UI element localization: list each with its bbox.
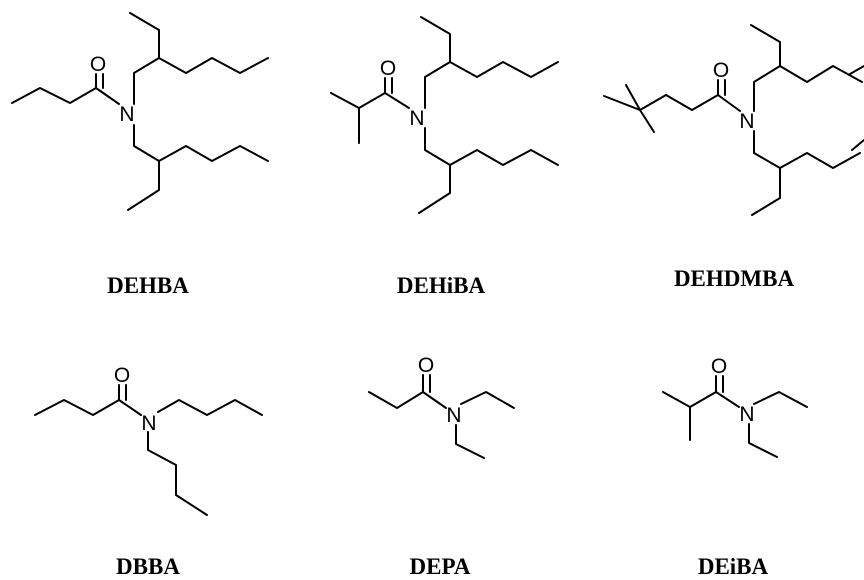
compound-label-dehiba: DEHiBA xyxy=(397,273,486,298)
structure-depa: O N xyxy=(368,354,515,459)
compound-label-dbba: DBBA xyxy=(116,554,180,579)
upper-ethylhexyl-chain xyxy=(424,61,559,109)
structure-dehiba: O N xyxy=(330,16,559,214)
butanoyl-chain xyxy=(34,399,120,416)
oxygen-atom-label: O xyxy=(711,355,727,378)
upper-ethyl-branch xyxy=(420,16,451,63)
upper-ethyl-branch xyxy=(750,24,781,67)
lower-ethyl-group xyxy=(748,423,778,458)
lower-chain-terminus xyxy=(851,139,864,151)
nitrogen-atom-label: N xyxy=(141,412,156,435)
upper-ethyl-group xyxy=(460,391,515,409)
oxygen-atom-label: O xyxy=(90,53,106,76)
isobutyryl-methyl-left xyxy=(330,92,360,109)
tert-butyl-right xyxy=(639,94,667,111)
lower-ethyl-branch xyxy=(751,167,781,216)
lower-butyl-chain xyxy=(147,431,208,516)
lower-ethyl-group xyxy=(455,424,485,459)
nitrogen-atom-label: N xyxy=(739,110,754,133)
dimethylbutanoyl-backbone xyxy=(665,94,719,111)
oxygen-atom-label: O xyxy=(380,57,396,80)
compound-label-deiba: DEiBA xyxy=(698,554,769,579)
upper-ethyl-branch xyxy=(129,12,160,59)
amide-cn-bond xyxy=(717,94,741,112)
tert-butyl-down xyxy=(639,109,655,133)
lower-ethylhexyl-chain xyxy=(424,127,559,166)
upper-butyl-chain xyxy=(157,399,263,416)
upper-ethylhexyl-chain xyxy=(133,57,269,105)
oxygen-atom-label: O xyxy=(114,364,130,387)
isobutyryl-methyl-left xyxy=(662,391,691,408)
isobutyryl-backbone xyxy=(689,391,717,408)
nitrogen-atom-label: N xyxy=(739,403,754,426)
nitrogen-atom-label: N xyxy=(119,103,134,126)
upper-ethylhexyl-chain xyxy=(753,65,863,112)
amide-cn-bond xyxy=(422,391,447,409)
oxygen-atom-label: O xyxy=(418,354,434,377)
tert-butyl-left xyxy=(603,95,641,111)
compound-label-dehdmba: DEHDMBA xyxy=(674,266,795,291)
structure-dehdmba: O N xyxy=(603,24,864,216)
lower-ethyl-branch xyxy=(418,164,451,214)
butanoyl-chain xyxy=(11,87,97,104)
isobutyryl-backbone xyxy=(358,92,386,109)
structure-dehba: O N xyxy=(11,12,269,211)
lower-ethyl-branch xyxy=(127,160,160,211)
upper-ethyl-group xyxy=(753,391,808,408)
compound-label-dehba: DEHBA xyxy=(107,273,189,298)
nitrogen-atom-label: N xyxy=(409,107,424,130)
lower-ethylhexyl-chain xyxy=(133,124,269,162)
structure-dbba: O N xyxy=(34,364,263,516)
upper-chain-terminus xyxy=(849,65,864,75)
lower-ethylhexyl-chain xyxy=(753,130,861,169)
amide-cn-bond xyxy=(384,92,410,109)
nitrogen-atom-label: N xyxy=(446,404,461,427)
structure-deiba: O N xyxy=(662,355,808,458)
propanoyl-chain xyxy=(368,391,424,409)
tert-butyl-up xyxy=(625,84,641,111)
compound-label-depa: DEPA xyxy=(410,554,471,579)
amide-cn-bond xyxy=(118,399,142,416)
oxygen-atom-label: O xyxy=(713,59,729,82)
amide-cn-bond xyxy=(95,87,120,105)
